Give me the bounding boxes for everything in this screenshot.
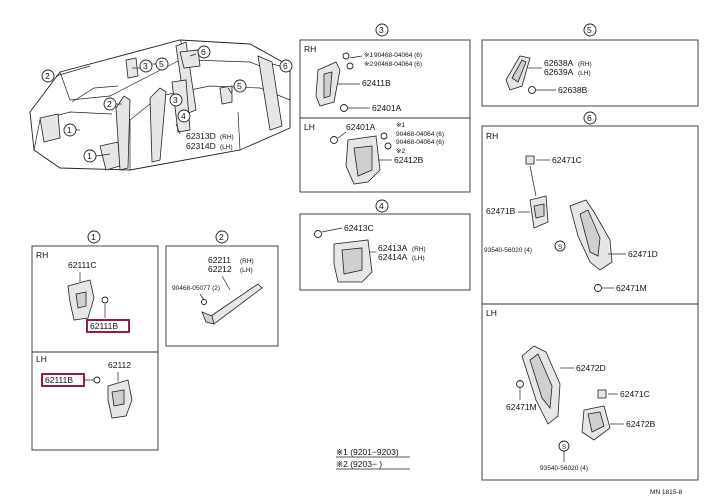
box2-lh-tag: (LH) (240, 267, 253, 274)
lh-tag: (LH) (220, 144, 233, 151)
box-6: 6 RH 62471C 62471B 93540-56020 (4) S 624… (481, 111, 699, 481)
part-62639a-label: 62639A (544, 67, 574, 77)
callout-6[interactable]: 6 (201, 47, 206, 57)
box-2: 2 62211 (RH) 62212 (LH) 90468-05077 (2) (165, 230, 279, 347)
box1-lh-tag: LH (36, 354, 47, 364)
callout-1b[interactable]: 1 (87, 151, 92, 161)
box3-rh-clip2-label: 90468-04064 (6) (374, 61, 422, 68)
overview-callouts: 2 1 1 2 3 5 6 5 6 3 4 (41, 45, 293, 163)
part-62471m-lh-label: 62471M (506, 402, 537, 412)
box3-callout: 3 (379, 25, 384, 35)
box3-lh-clip1-label: 90468-04064 (6) (396, 131, 444, 138)
box3-lh-mark2: ※2 (396, 148, 405, 155)
part-62471b-rh-label: 62471B (486, 206, 516, 216)
box3-lh-mark1: ※1 (396, 122, 405, 129)
box3-rh-tag: RH (304, 44, 316, 54)
callout-2b[interactable]: 2 (107, 99, 112, 109)
box-3: 3 RH ※1 90468-04064 (6) ※2 90468-04064 (… (299, 23, 471, 193)
part-62111b-lh-label[interactable]: 62111B (45, 375, 73, 385)
box4-rh-tag: (RH) (412, 246, 426, 253)
part-62471c-rh-label: 62471C (552, 155, 582, 165)
part-62211-label: 62211 (208, 255, 231, 265)
part-62313d-label: 62313D (186, 131, 216, 141)
callout-3b[interactable]: 3 (173, 95, 178, 105)
box1-callout: 1 (91, 232, 96, 242)
callout-1[interactable]: 1 (67, 125, 72, 135)
part-62638a-label: 62638A (544, 58, 574, 68)
box3-rh-mark2: ※2 (364, 61, 373, 68)
part-62411b-label: 62411B (362, 78, 391, 88)
screw-93540-56020-rh-label: 93540-56020 (4) (484, 247, 532, 254)
box1-rh-tag: RH (36, 250, 48, 260)
screw-93540-56020-lh-label: 93540-56020 (4) (540, 465, 588, 472)
callout-4[interactable]: 4 (181, 111, 186, 121)
box1-rh-highlight (86, 319, 130, 333)
rh-tag: (RH) (220, 134, 234, 141)
box2-rh-tag: (RH) (240, 258, 254, 265)
box6-callout: 6 (587, 113, 592, 123)
box-5: 5 62638A (RH) 62639A (LH) 62638B (481, 23, 699, 107)
part-62111b-rh-label[interactable]: 62111B (90, 321, 118, 331)
part-62471d-label: 62471D (628, 249, 658, 259)
part-62638b-label: 62638B (558, 85, 588, 95)
part-62471m-rh-label: 62471M (616, 283, 647, 293)
box4-lh-tag: (LH) (412, 255, 425, 262)
part-62471c-lh-label: 62471C (620, 389, 650, 399)
box6-lh-tag: LH (486, 308, 497, 318)
callout-5b[interactable]: 5 (237, 81, 242, 91)
box-1: 1 RH 62111C 62111B LH 62112 62111B (31, 230, 159, 451)
legend: ※1 (9201−9203) ※2 (9203− ) (336, 447, 410, 470)
box5-lh-tag: (LH) (578, 70, 591, 77)
legend-line-1: ※1 (9201−9203) (336, 447, 399, 457)
box2-callout: 2 (219, 232, 224, 242)
legend-line-2: ※2 (9203− ) (336, 459, 382, 469)
box4-callout: 4 (379, 201, 384, 211)
callout-2[interactable]: 2 (45, 71, 50, 81)
box5-callout: 5 (587, 25, 592, 35)
part-62112-label: 62112 (108, 360, 131, 370)
part-62414a-label: 62414A (378, 252, 408, 262)
box3-lh-clip2-label: 90468-04064 (6) (396, 139, 444, 146)
box5-rh-tag: (RH) (578, 61, 592, 68)
part-62472b-label: 62472B (626, 419, 656, 429)
box-4: 4 62413C 62413A (RH) 62414A (LH) (299, 199, 471, 291)
part-62401a-lh-label: 62401A (346, 122, 376, 132)
part-62212-label: 62212 (208, 264, 232, 274)
callout-6b[interactable]: 6 (283, 61, 288, 71)
part-62401a-rh-label: 62401A (372, 103, 402, 113)
box3-rh-clip1-label: 90468-04064 (6) (374, 52, 422, 59)
part-62472d-label: 62472D (576, 363, 606, 373)
box6-rh-tag: RH (486, 131, 498, 141)
part-62413a-label: 62413A (378, 243, 408, 253)
part-62314d-label: 62314D (186, 141, 216, 151)
diagram-reference-code: MN 1815-8 (650, 489, 683, 496)
callout-3[interactable]: 3 (143, 61, 148, 71)
callout-5[interactable]: 5 (159, 59, 164, 69)
screw-mark-lh: S (562, 444, 567, 451)
box3-rh-mark1: ※1 (364, 52, 373, 59)
clip-90468-05077-label: 90468-05077 (2) (172, 285, 220, 292)
part-62413c-label: 62413C (344, 223, 374, 233)
part-62111c-label: 62111C (68, 260, 97, 270)
box3-lh-tag: LH (304, 122, 315, 132)
part-62412b-label: 62412B (394, 155, 424, 165)
screw-mark-rh: S (558, 244, 563, 251)
